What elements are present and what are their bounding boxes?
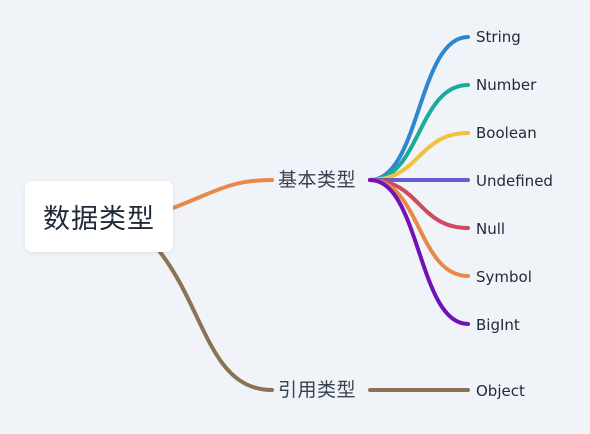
branch-node-basic-types[interactable]: 基本类型 — [278, 169, 357, 191]
link-root-reference-types — [158, 250, 274, 392]
link-number — [368, 83, 470, 182]
leaf-node-undefined[interactable]: Undefined — [476, 172, 553, 190]
leaf-node-bigint[interactable]: BigInt — [476, 316, 520, 334]
link-bigint — [368, 178, 470, 326]
leaf-node-null[interactable]: Null — [476, 220, 506, 238]
leaf-node-string[interactable]: String — [476, 28, 521, 46]
leaf-node-object[interactable]: Object — [476, 382, 525, 400]
leaf-node-boolean[interactable]: Boolean — [476, 124, 537, 142]
leaf-node-number[interactable]: Number — [476, 76, 537, 94]
branch-node-reference-types[interactable]: 引用类型 — [278, 379, 357, 401]
root-node[interactable]: 数据类型 — [25, 181, 173, 252]
link-root-basic-types — [171, 178, 274, 210]
leaf-node-symbol[interactable]: Symbol — [476, 268, 532, 286]
